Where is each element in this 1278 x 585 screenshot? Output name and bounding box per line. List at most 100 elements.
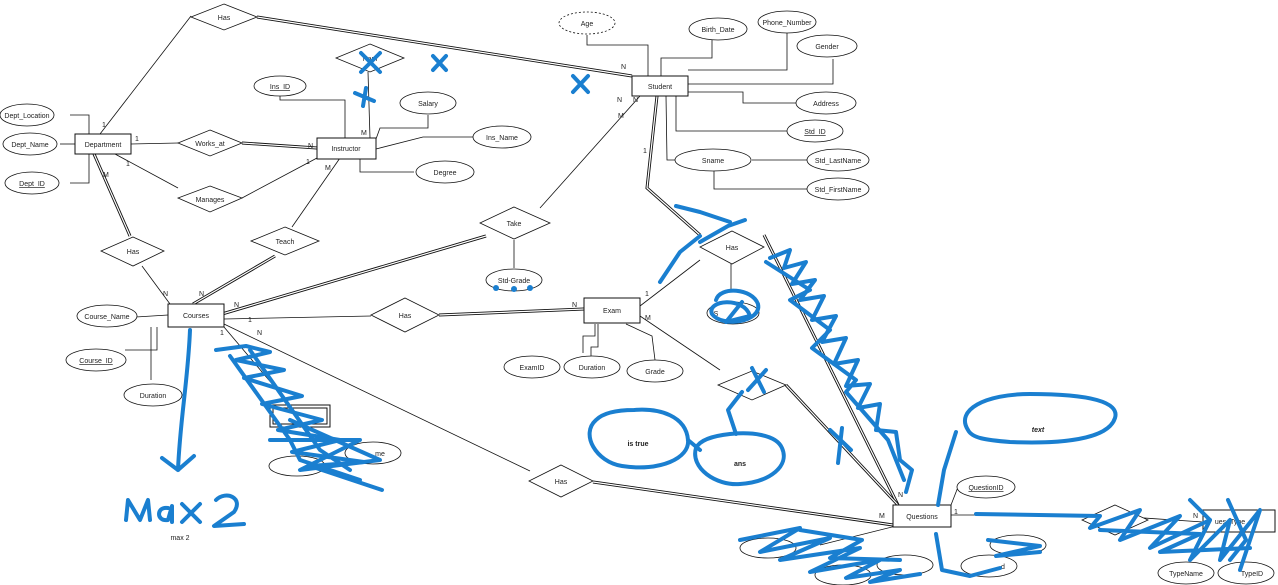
attribute-label: Phone_Number	[762, 20, 812, 27]
attribute-label: Std-Grade	[498, 278, 530, 285]
connector-lines	[60, 15, 1204, 546]
cardinality: N	[308, 143, 313, 150]
cardinality: N	[163, 291, 168, 298]
entity-label: Student	[648, 84, 672, 91]
cardinality: M	[103, 172, 109, 179]
attribute-label: Duration	[140, 393, 167, 400]
entity-exam: Exam	[583, 297, 641, 324]
cardinality: M	[618, 113, 624, 120]
attribute-gender: Gender	[796, 34, 858, 58]
attribute-label: Dept_Location	[4, 113, 49, 120]
max-note: max 2	[124, 493, 246, 542]
attribute-label: Dept_ID	[19, 181, 45, 188]
attribute-label: Duration	[579, 365, 606, 372]
cardinality: 1	[220, 330, 224, 337]
text-bubble: text	[936, 392, 1118, 507]
cardinality: M	[645, 315, 651, 322]
relationship-has-top: Has	[189, 3, 259, 31]
relationship-label: Teach	[276, 239, 295, 246]
cardinality: 1	[643, 148, 647, 155]
cardinality: N	[199, 291, 204, 298]
attribute-exam-duration: Duration	[563, 355, 621, 379]
attribute-label: Salary	[418, 101, 438, 108]
attribute-label: TypeID	[1241, 571, 1263, 578]
scribble	[738, 526, 922, 584]
scribble	[1188, 498, 1248, 562]
ans-bubble: ans	[693, 390, 786, 487]
cardinality: 1	[645, 291, 649, 298]
relationship-teach: Teach	[249, 226, 321, 256]
attribute-label: Std_LastName	[815, 158, 861, 165]
relationship-works-at: Works_at	[176, 129, 244, 157]
annotation-text: max 2	[170, 535, 189, 542]
cardinality: N	[633, 97, 638, 104]
relationship-label: Has	[726, 245, 739, 252]
relationship-manages: Manages	[176, 185, 244, 213]
relationship-take: Take	[479, 206, 551, 240]
attribute-type-name: TypeName	[1157, 561, 1215, 585]
entity-department: Department	[74, 133, 132, 155]
scribble	[764, 260, 906, 482]
attribute-ins-id: Ins_ID	[253, 75, 307, 97]
attribute-label: Gender	[815, 44, 839, 51]
attribute-dept-id: Dept_ID	[4, 171, 60, 195]
relationship-label: Works_at	[195, 141, 224, 148]
attribute-label: d	[1001, 564, 1005, 571]
attribute-label: Course_Name	[84, 314, 129, 321]
cardinality: M	[325, 165, 331, 172]
attribute-label: S	[714, 311, 719, 318]
attribute-question-id: QuestionID	[956, 475, 1016, 499]
attribute-label: me	[375, 451, 385, 458]
cardinality: N	[898, 492, 903, 499]
attribute-phone-number: Phone_Number	[757, 10, 817, 34]
attribute-birth-date: Birth_Date	[688, 17, 748, 41]
cardinality: M	[361, 130, 367, 137]
attribute-address: Address	[795, 91, 857, 115]
attribute-ins-name: Ins_Name	[472, 125, 532, 149]
relationship-label: Has	[399, 313, 412, 320]
relationship-has-courses-exam: Has	[370, 297, 440, 333]
cardinality-labels: 1 1 1 M N 1 M M N N N M 1 N N N 1 1 N 1 …	[102, 64, 1198, 520]
cardinality: N	[1193, 513, 1198, 520]
entity-questions: Questions	[892, 504, 952, 528]
attribute-degree: Degree	[415, 160, 475, 184]
attribute-exam-id: ExamID	[503, 355, 561, 379]
entity-label: Questions	[906, 514, 938, 521]
attribute-exam-grade: Grade	[626, 359, 684, 383]
scribble	[974, 508, 1262, 572]
attribute-label: Std_ID	[804, 129, 825, 136]
attribute-label: Dept_Name	[11, 142, 48, 149]
entity-instructor: Instructor	[316, 137, 377, 160]
relationship-has-courses-questions: Has	[528, 464, 594, 498]
attribute-dept-name: Dept_Name	[2, 132, 58, 156]
entity-label: Instructor	[331, 146, 361, 153]
cardinality: 1	[102, 122, 106, 129]
attribute-sname: Sname	[674, 148, 752, 172]
scribble	[768, 248, 914, 494]
attribute-std-id: Std_ID	[786, 119, 844, 143]
attribute-label: Address	[813, 101, 839, 108]
cardinality: N	[572, 302, 577, 309]
attribute-erased-courses: me	[268, 441, 402, 477]
annotation-text: ans	[734, 461, 746, 468]
attribute-course-duration: Duration	[123, 383, 183, 407]
scribble	[709, 288, 761, 324]
cardinality: 1	[248, 317, 252, 324]
relationship-crossed-out: Nam	[334, 43, 406, 73]
attribute-erased-questions: d	[739, 534, 1047, 585]
attribute-label: ExamID	[520, 365, 545, 372]
attribute-type-id: TypeID	[1217, 561, 1275, 585]
attribute-label: Birth_Date	[701, 27, 734, 34]
is-true-bubble: is true	[587, 407, 702, 470]
arrow-stroke	[160, 328, 196, 472]
attribute-label: Course_ID	[79, 358, 112, 365]
attribute-label: Grade	[645, 369, 665, 376]
attribute-label: Ins_Name	[486, 135, 518, 142]
attribute-label: QuestionID	[968, 485, 1003, 492]
entity-label: Courses	[183, 313, 210, 320]
attribute-std-firstname: Std_FirstName	[806, 177, 870, 201]
attribute-label: Ins_ID	[270, 84, 290, 91]
cardinality: N	[621, 64, 626, 71]
relationship-label: Take	[507, 221, 522, 228]
